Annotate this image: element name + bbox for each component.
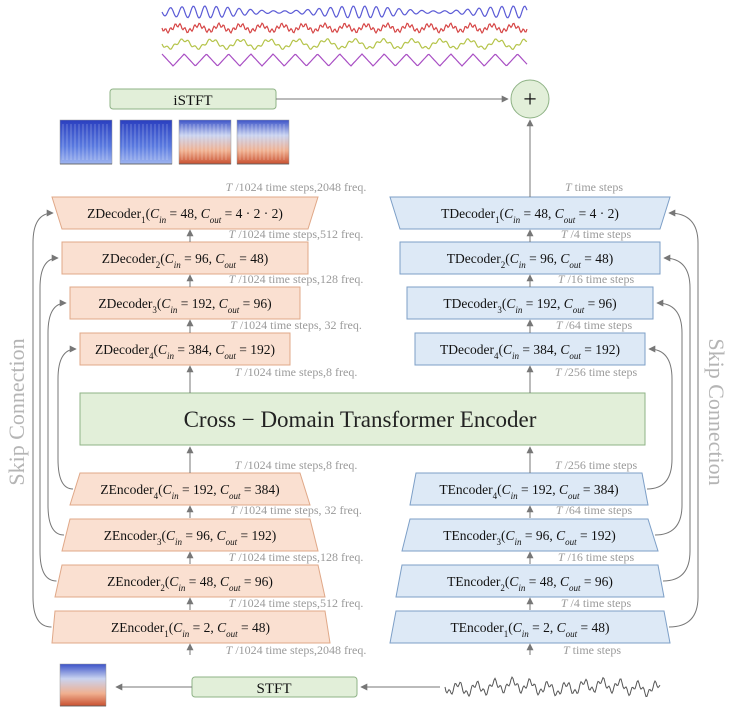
t-dimension-annotation: T /256 time steps bbox=[555, 458, 638, 472]
skip-connection-arrow bbox=[668, 209, 699, 628]
input-spectrogram-icon bbox=[59, 663, 107, 707]
z-dimension-annotation: T /1024 time steps,2048 freq. bbox=[226, 643, 367, 657]
skip-connection-arrow bbox=[57, 345, 77, 490]
tencoder-3-block-label: TEncoder3(Cin = 96, Cout = 192) bbox=[443, 528, 616, 547]
z-dimension-annotation: T /1024 time steps,512 freq. bbox=[229, 596, 364, 610]
tencoder-3-block: TEncoder3(Cin = 96, Cout = 192) bbox=[401, 518, 659, 552]
output-spectrogram-4-icon bbox=[236, 119, 290, 165]
skip-connection-arrow bbox=[47, 299, 67, 536]
skip-connection-arrow bbox=[646, 345, 673, 490]
t-dimension-annotation: T /16 time steps bbox=[558, 272, 635, 286]
tdecoder-1-block-label: TDecoder1(Cin = 48, Cout = 4 · 2) bbox=[441, 206, 619, 225]
stft-block: STFT bbox=[191, 676, 358, 698]
z-dimension-annotation: T /1024 time steps, 32 freq. bbox=[230, 318, 362, 332]
z-dimension-annotation: T /1024 time steps,512 freq. bbox=[229, 227, 364, 241]
output-waveform-1-icon bbox=[161, 5, 528, 19]
output-waveform-2-icon bbox=[161, 21, 528, 35]
tdecoder-4-block: TDecoder4(Cin = 384, Cout = 192) bbox=[414, 332, 646, 366]
zdecoder-3-block-label: ZDecoder3(Cin = 192, Cout = 96) bbox=[98, 296, 271, 315]
t-dimension-annotation: T /64 time steps bbox=[556, 318, 633, 332]
tdecoder-1-block: TDecoder1(Cin = 48, Cout = 4 · 2) bbox=[389, 196, 671, 230]
z-dimension-annotation: T /1024 time steps,8 freq. bbox=[235, 458, 358, 472]
t-dimension-annotation: T /64 time steps bbox=[556, 503, 633, 517]
tdecoder-2-block-label: TDecoder2(Cin = 96, Cout = 48) bbox=[447, 251, 614, 270]
tencoder-1-block: TEncoder1(Cin = 2, Cout = 48) bbox=[389, 610, 671, 644]
zencoder-3-block-label: ZEncoder3(Cin = 96, Cout = 192) bbox=[104, 528, 277, 547]
skip-connection-arrow bbox=[32, 209, 54, 628]
zencoder-1-block: ZEncoder1(Cin = 2, Cout = 48) bbox=[51, 610, 331, 644]
tdecoder-4-block-label: TDecoder4(Cin = 384, Cout = 192) bbox=[440, 342, 620, 361]
istft-block: iSTFT bbox=[109, 88, 277, 110]
skip-connection-label-left: Skip Connection bbox=[4, 338, 29, 485]
skip-connection-arrow bbox=[654, 299, 683, 536]
output-waveforms-icon bbox=[161, 5, 528, 67]
tencoder-4-block-label: TEncoder4(Cin = 192, Cout = 384) bbox=[439, 482, 618, 501]
skip-connection-arrow bbox=[662, 254, 691, 582]
t-dimension-annotation: T /4 time steps bbox=[561, 227, 632, 241]
tdecoder-2-block: TDecoder2(Cin = 96, Cout = 48) bbox=[399, 241, 661, 275]
stft-label: STFT bbox=[256, 681, 291, 697]
sum-node: + bbox=[510, 79, 550, 119]
zdecoder-3-block: ZDecoder3(Cin = 192, Cout = 96) bbox=[69, 286, 301, 320]
skip-connection-label-right: Skip Connection bbox=[704, 338, 729, 485]
z-dimension-annotation: T /1024 time steps,128 freq. bbox=[229, 550, 364, 564]
output-waveform-3-icon bbox=[161, 37, 528, 51]
tencoder-2-block: TEncoder2(Cin = 48, Cout = 96) bbox=[395, 564, 665, 598]
z-dimension-annotation: T /1024 time steps, 32 freq. bbox=[230, 503, 362, 517]
t-dimension-annotation: T time steps bbox=[565, 180, 623, 194]
transformer-label: Cross − Domain Transformer Encoder bbox=[184, 407, 537, 432]
tdecoder-3-block-label: TDecoder3(Cin = 192, Cout = 96) bbox=[443, 296, 616, 315]
zencoder-4-block-label: ZEncoder4(Cin = 192, Cout = 384) bbox=[100, 482, 279, 501]
zdecoder-1-block: ZDecoder1(Cin = 48, Cout = 4 · 2 · 2) bbox=[51, 196, 319, 230]
t-dimension-annotation: T /4 time steps bbox=[561, 596, 632, 610]
zencoder-4-block: ZEncoder4(Cin = 192, Cout = 384) bbox=[69, 472, 311, 506]
output-waveform-4-icon bbox=[161, 53, 528, 67]
zencoder-1-block-label: ZEncoder1(Cin = 2, Cout = 48) bbox=[111, 620, 270, 639]
zdecoder-4-block: ZDecoder4(Cin = 384, Cout = 192) bbox=[79, 332, 291, 366]
sum-symbol: + bbox=[523, 87, 537, 113]
zdecoder-4-block-label: ZDecoder4(Cin = 384, Cout = 192) bbox=[95, 342, 275, 361]
skip-connection-arrow bbox=[39, 254, 59, 582]
tencoder-4-block: TEncoder4(Cin = 192, Cout = 384) bbox=[409, 472, 649, 506]
output-spectrogram-1-icon bbox=[59, 119, 113, 165]
input-waveform-icon bbox=[444, 676, 661, 698]
output-spectrograms-icon bbox=[59, 119, 290, 165]
zencoder-2-block-label: ZEncoder2(Cin = 48, Cout = 96) bbox=[107, 574, 273, 593]
tencoder-2-block-label: TEncoder2(Cin = 48, Cout = 96) bbox=[447, 574, 613, 593]
transformer-block: Cross − Domain Transformer Encoder bbox=[79, 392, 646, 446]
output-spectrogram-2-icon bbox=[119, 119, 173, 165]
zdecoder-1-block-label: ZDecoder1(Cin = 48, Cout = 4 · 2 · 2) bbox=[87, 206, 283, 225]
t-dimension-annotation: T /256 time steps bbox=[555, 365, 638, 379]
z-dimension-annotation: T /1024 time steps,128 freq. bbox=[229, 272, 364, 286]
zencoder-3-block: ZEncoder3(Cin = 96, Cout = 192) bbox=[61, 518, 319, 552]
output-spectrogram-3-icon bbox=[178, 119, 232, 165]
tdecoder-3-block: TDecoder3(Cin = 192, Cout = 96) bbox=[406, 286, 654, 320]
istft-label: iSTFT bbox=[173, 93, 212, 109]
t-dimension-annotation: T /16 time steps bbox=[558, 550, 635, 564]
z-dimension-annotation: T /1024 time steps,8 freq. bbox=[235, 365, 358, 379]
z-dimension-annotation: T /1024 time steps,2048 freq. bbox=[226, 180, 367, 194]
zdecoder-2-block-label: ZDecoder2(Cin = 96, Cout = 48) bbox=[102, 251, 269, 270]
zdecoder-2-block: ZDecoder2(Cin = 96, Cout = 48) bbox=[61, 241, 309, 275]
zencoder-2-block: ZEncoder2(Cin = 48, Cout = 96) bbox=[54, 564, 326, 598]
tencoder-1-block-label: TEncoder1(Cin = 2, Cout = 48) bbox=[450, 620, 609, 639]
t-dimension-annotation: T time steps bbox=[563, 643, 621, 657]
